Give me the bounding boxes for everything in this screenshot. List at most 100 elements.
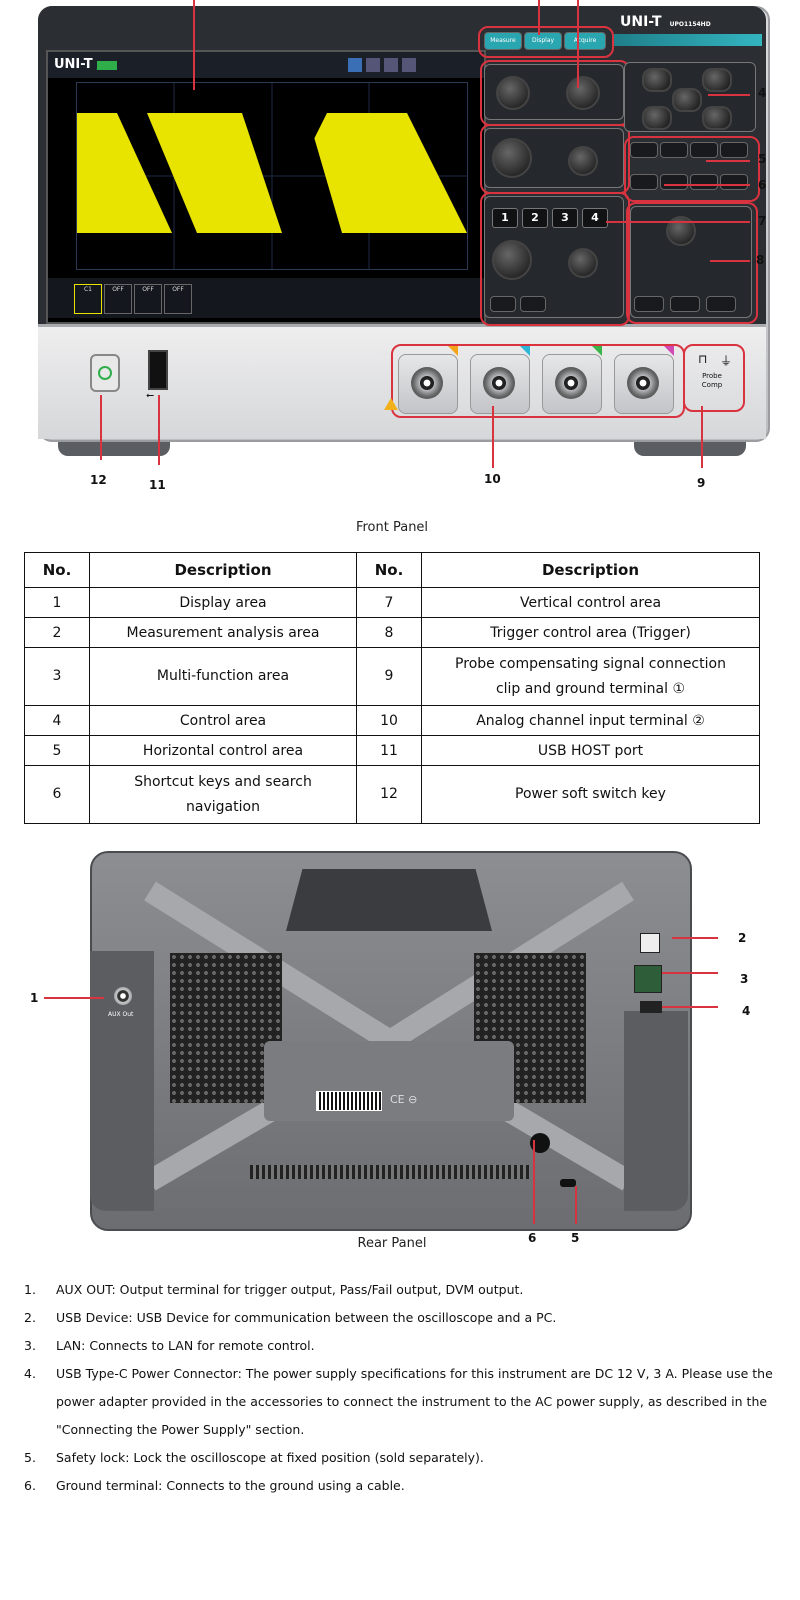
trigger-button-3[interactable]	[706, 296, 736, 312]
callout-7: 7	[758, 214, 767, 228]
list-item-text: LAN: Connects to LAN for remote control.	[56, 1338, 315, 1353]
lan-port[interactable]	[634, 965, 662, 993]
screen-status-bar: UNI-T_____	[48, 52, 484, 78]
nav-previous-button[interactable]	[660, 174, 688, 190]
rear-panel-caption: Rear Panel	[357, 1236, 427, 1251]
list-item-text: Ground terminal: Connects to the ground …	[56, 1478, 405, 1493]
vertical-position-knob[interactable]	[568, 248, 598, 278]
control-button-4[interactable]	[642, 106, 672, 130]
table-row: 6 Shortcut keys and search navigation 12…	[24, 765, 760, 824]
callout-5: 5	[758, 152, 767, 166]
waveform-area	[76, 82, 468, 270]
control-button-5[interactable]	[702, 106, 732, 130]
channel-4-button[interactable]: 4	[582, 208, 608, 228]
header-description-1: Description	[89, 552, 357, 588]
channel-3-button[interactable]: 3	[552, 208, 578, 228]
table-cell-description: Display area	[89, 587, 357, 618]
list-item-number: 1.	[24, 1282, 36, 1297]
callout-11: 11	[149, 478, 166, 492]
rear-callout-6: 6	[528, 1231, 537, 1245]
description-line-2: clip and ground terminal ①	[495, 680, 686, 697]
bnc-input-4[interactable]	[614, 354, 674, 414]
usb-type-c-power-port[interactable]	[640, 1001, 662, 1013]
display-button[interactable]: Display	[524, 32, 562, 50]
multi-function-knob-b[interactable]	[566, 76, 600, 110]
table-cell-no: 12	[356, 765, 422, 824]
screen-icon-1	[348, 58, 362, 72]
control-button-3[interactable]	[672, 88, 702, 112]
power-button[interactable]	[90, 354, 120, 392]
bnc-input-2[interactable]	[470, 354, 530, 414]
table-cell-description: Trigger control area (Trigger)	[421, 617, 760, 648]
table-cell-description: Analog channel input terminal ②	[421, 705, 760, 736]
screen-channel-bar: C1 OFF OFF OFF	[48, 278, 484, 318]
shortcut-button-4[interactable]	[720, 142, 748, 158]
table-row: 2 Measurement analysis area 8 Trigger co…	[24, 617, 760, 648]
table-row: 4 Control area 10 Analog channel input t…	[24, 705, 760, 736]
horizontal-position-knob[interactable]	[568, 146, 598, 176]
callout-line-9	[701, 406, 703, 468]
list-item-text: AUX OUT: Output terminal for trigger out…	[56, 1282, 524, 1297]
ground-terminal[interactable]	[530, 1133, 550, 1153]
callout-8: 8	[756, 253, 765, 267]
shortcut-button-2[interactable]	[660, 142, 688, 158]
rear-callout-5: 5	[571, 1231, 580, 1245]
callout-line-8	[710, 260, 750, 262]
ref-button[interactable]	[520, 296, 546, 312]
channel-1-color-mark	[448, 346, 458, 356]
nav-stop-button[interactable]	[690, 174, 718, 190]
vent-right	[474, 953, 586, 1103]
rear-handle-recess	[286, 869, 492, 931]
list-item-text: USB Type-C Power Connector: The power su…	[56, 1366, 773, 1437]
measurement-analysis-area	[478, 26, 614, 58]
ground-icon: ⏚	[720, 354, 733, 368]
callout-9: 9	[697, 476, 706, 490]
usb-device-port[interactable]	[640, 933, 660, 953]
callout-line-1	[193, 0, 195, 90]
table-cell-description: Power soft switch key	[421, 765, 760, 824]
callout-line-4	[708, 94, 750, 96]
table-cell-no: 8	[356, 617, 422, 648]
table-row: 1 Display area 7 Vertical control area	[24, 587, 760, 618]
usb-icon: ⭠	[146, 390, 154, 401]
aux-out-label: AUX Out	[108, 1011, 134, 1018]
math-button[interactable]	[490, 296, 516, 312]
bnc-input-3[interactable]	[542, 354, 602, 414]
power-icon	[98, 366, 112, 380]
channel-3-color-mark	[592, 346, 602, 356]
trigger-button-1[interactable]	[634, 296, 664, 312]
front-panel-caption: Front Panel	[355, 520, 429, 535]
vertical-area-outline	[480, 192, 630, 326]
list-item: 2.USB Device: USB Device for communicati…	[24, 1304, 776, 1332]
callout-line-6	[664, 184, 750, 186]
vertical-scale-knob[interactable]	[492, 240, 532, 280]
control-button-1[interactable]	[642, 68, 672, 92]
list-item-number: 3.	[24, 1338, 36, 1353]
waveform-graph	[77, 83, 467, 269]
rear-callout-line-2	[672, 937, 718, 939]
header-no-2: No.	[356, 552, 422, 588]
shortcut-button-1[interactable]	[630, 142, 658, 158]
nav-next-button[interactable]	[720, 174, 748, 190]
channel-2-button[interactable]: 2	[522, 208, 548, 228]
safety-lock-slot[interactable]	[560, 1179, 576, 1187]
shortcut-button-3[interactable]	[690, 142, 718, 158]
control-button-2[interactable]	[702, 68, 732, 92]
aux-out-connector[interactable]	[114, 987, 132, 1005]
acquire-button[interactable]: Acquire	[564, 32, 606, 50]
channel-1-button[interactable]: 1	[492, 208, 518, 228]
usb-host-port[interactable]	[148, 350, 168, 390]
multi-function-knob-a[interactable]	[496, 76, 530, 110]
table-cell-description: Multi-function area	[89, 647, 357, 706]
description-line-1: Shortcut keys and search	[134, 773, 312, 790]
table-cell-no: 3	[24, 647, 90, 706]
search-button[interactable]	[630, 174, 658, 190]
trigger-area-outline	[626, 202, 758, 324]
rear-callout-line-5	[575, 1186, 577, 1224]
trigger-menu-button[interactable]	[670, 296, 700, 312]
table-cell-no: 10	[356, 705, 422, 736]
measure-button[interactable]: Measure	[484, 32, 522, 50]
horizontal-scale-knob[interactable]	[492, 138, 532, 178]
bnc-input-1[interactable]	[398, 354, 458, 414]
